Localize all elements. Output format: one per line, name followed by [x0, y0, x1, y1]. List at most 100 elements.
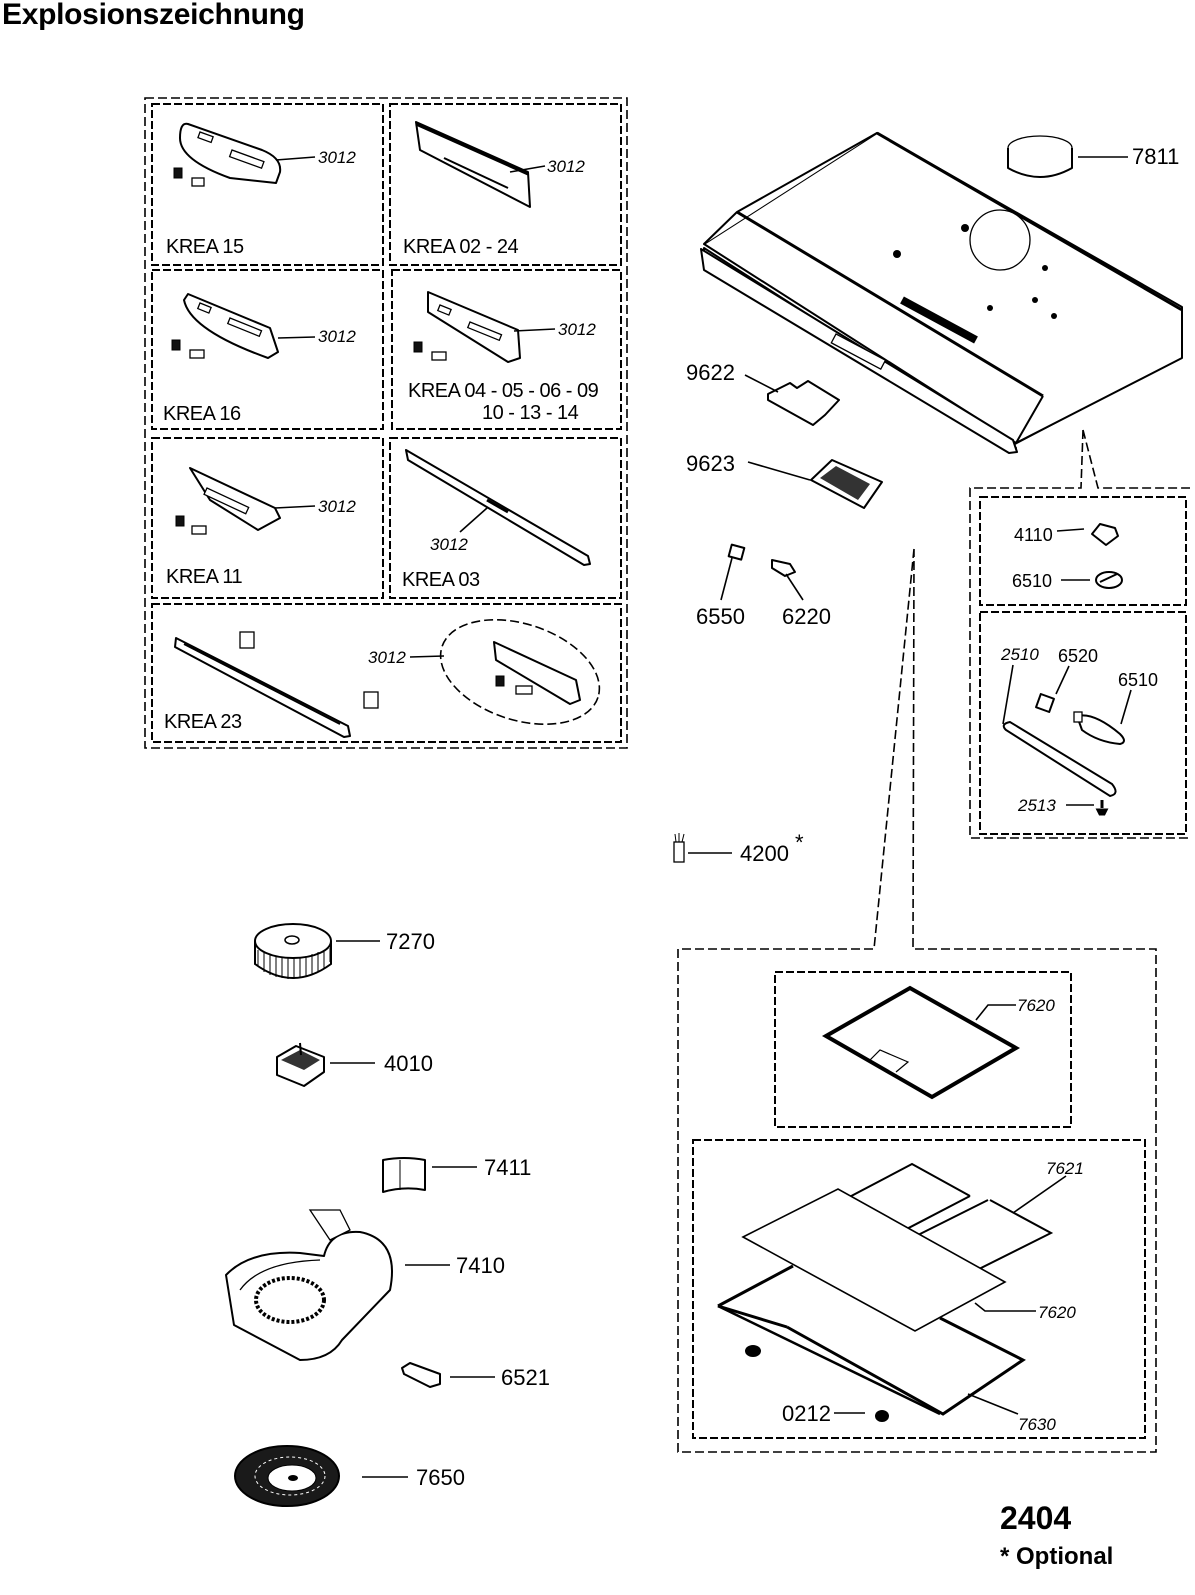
leader-line: [967, 1393, 1019, 1415]
variant-krea-23[interactable]: 3012 KREA 23: [151, 601, 622, 743]
panel-slot: [228, 149, 265, 170]
part-7630-filter-tray[interactable]: 7630: [717, 1264, 1056, 1434]
part-7650-grease-filter-ring[interactable]: 7650: [234, 1445, 465, 1507]
part-label-7811: 7811: [1132, 144, 1179, 169]
part-label-4110: 4110: [1014, 525, 1053, 545]
fan-hub: [284, 935, 300, 945]
control-panel-part: [415, 121, 531, 208]
variant-frame: [151, 603, 622, 743]
part-label-9623: 9623: [686, 451, 735, 476]
hood-ridge: [736, 210, 1044, 398]
variant-frame: [151, 103, 384, 266]
leader-line: [974, 1302, 1036, 1312]
part-label-6510: 6510: [1118, 670, 1158, 690]
part-label-7620: 7620: [1017, 996, 1055, 1015]
part-7620-grease-filter[interactable]: 7620: [821, 985, 1055, 1100]
variant-krea-16[interactable]: KREA 15 3012 KREA 16: [151, 269, 384, 430]
switch-knob: [413, 341, 423, 353]
grease-filter-box: [774, 971, 1072, 1128]
part-number-3012: 3012: [318, 327, 356, 346]
end-cap: [239, 631, 255, 649]
panel-slot: [436, 304, 452, 316]
leader-line: [274, 505, 316, 509]
part-6520[interactable]: 6520: [1035, 646, 1098, 713]
tray-edge: [717, 1304, 788, 1329]
part-7270-fan-wheel[interactable]: 7270: [254, 923, 435, 979]
part-4200-optional[interactable]: 4200 *: [673, 830, 804, 866]
ring-hub: [288, 1475, 298, 1481]
lamp-gasket: [1002, 720, 1117, 798]
part-number-3012: 3012: [318, 148, 356, 167]
variant-krea-04-14[interactable]: 3012 KREA 04 - 05 - 06 - 09 10 - 13 - 14: [391, 269, 622, 430]
switch-knob: [175, 515, 185, 527]
hood-body[interactable]: [700, 131, 1183, 454]
lamp-switch-box: [979, 496, 1187, 606]
part-6510-b[interactable]: 6510: [1073, 670, 1158, 745]
switch-knob: [191, 177, 205, 187]
leader-line: [1002, 664, 1014, 725]
housing-mount: [308, 1209, 351, 1241]
part-label-6220: 6220: [782, 604, 831, 629]
leader-line: [744, 374, 779, 393]
part-label-9622: 9622: [686, 360, 735, 385]
part-label-7411: 7411: [484, 1155, 531, 1180]
filter-assembly-box: [692, 1139, 1146, 1439]
part-7811-collar[interactable]: 7811: [1007, 135, 1179, 178]
filter-tray-frame: [717, 1264, 1026, 1416]
part-label-7620: 7620: [1038, 1303, 1076, 1322]
part-6220[interactable]: 6220: [771, 559, 831, 629]
hood-hole: [1042, 265, 1048, 271]
part-7620-filter-sheet[interactable]: 7620: [741, 1188, 1076, 1332]
connector-body: [401, 1362, 441, 1388]
part-6521-connector[interactable]: 6521: [401, 1362, 550, 1390]
part-number-3012: 3012: [558, 320, 596, 339]
variant-krea-15[interactable]: 3012 KREA 15: [151, 103, 384, 266]
part-2513[interactable]: 2513: [1017, 796, 1109, 816]
board-components: [820, 466, 870, 500]
panel-slot: [197, 131, 214, 144]
part-6550[interactable]: 6550: [696, 543, 746, 629]
switch-knob: [189, 349, 205, 359]
panel-slot: [443, 157, 509, 189]
leader-line: [1056, 528, 1085, 532]
leader-line: [509, 165, 546, 173]
filter-detail-group: 7620 7621 7620 7630 0212: [677, 548, 1157, 1453]
part-number-3012: 3012: [430, 535, 468, 554]
part-6510-a[interactable]: 6510: [1012, 571, 1123, 591]
variant-krea-11[interactable]: 3012 KREA 11: [151, 437, 384, 599]
variant-krea-03[interactable]: 3012 KREA 03: [389, 437, 622, 599]
optional-legend: * Optional: [1000, 1543, 1114, 1570]
part-9623[interactable]: 9623: [686, 451, 883, 509]
capacitor: [673, 841, 685, 863]
leader-line: [409, 655, 445, 658]
part-7410-motor-housing[interactable]: 7410: [225, 1209, 505, 1361]
part-4110[interactable]: 4110: [1014, 523, 1119, 546]
part-0212[interactable]: 0212: [782, 1401, 889, 1426]
variant-krea-02-24[interactable]: 3012 KREA 02 - 24: [389, 103, 622, 266]
part-7621-filter-panel[interactable]: 7621: [816, 1159, 1084, 1284]
leader-line: [277, 336, 316, 339]
part-label-2513: 2513: [1017, 796, 1056, 815]
optional-marker: *: [795, 830, 804, 855]
part-label-7630: 7630: [1018, 1415, 1056, 1434]
detail-ellipse: [439, 618, 601, 726]
leader-line: [1055, 665, 1070, 695]
filter-tab: [867, 1049, 910, 1073]
part-number-3012: 3012: [547, 157, 585, 176]
part-label-6521: 6521: [501, 1365, 550, 1390]
tray-clip: [745, 1345, 761, 1357]
part-number-3012: 3012: [368, 648, 406, 667]
lamp-detail-group: 4110 6510 2510 6520 6510 2513: [969, 429, 1190, 839]
switch-pin: [299, 1042, 302, 1056]
part-9622[interactable]: 9622: [686, 360, 840, 426]
switch-knob: [171, 339, 181, 351]
switch-knob: [515, 685, 533, 695]
switch-knob: [431, 351, 447, 361]
part-4010-motor-switch[interactable]: 4010: [276, 1042, 433, 1087]
drawing-code: 2404: [1000, 1500, 1072, 1536]
hood-hole: [961, 224, 969, 232]
lamp-switch: [1091, 523, 1119, 546]
connector-part: [771, 559, 796, 577]
part-7411-bracket[interactable]: 7411: [382, 1155, 531, 1193]
part-2510[interactable]: 2510: [1000, 645, 1117, 798]
